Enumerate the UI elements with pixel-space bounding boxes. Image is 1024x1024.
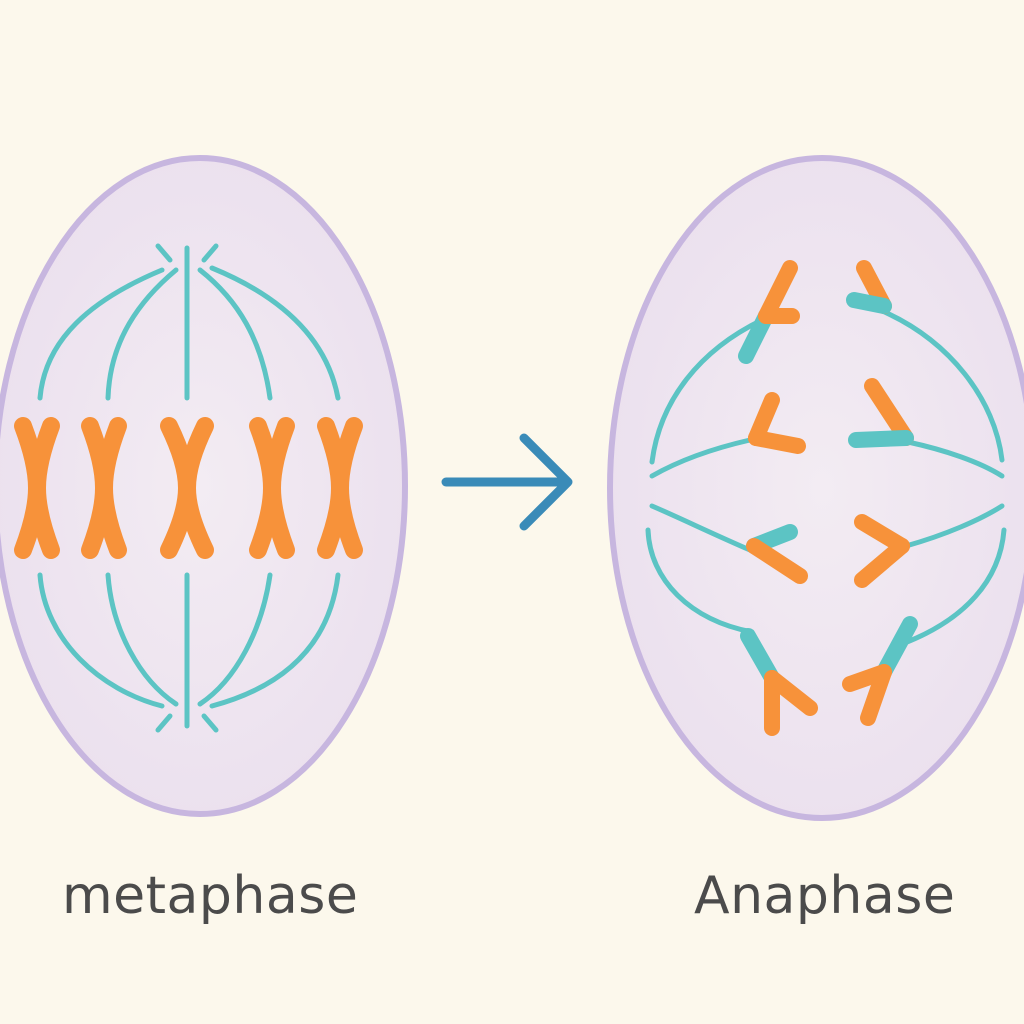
spindle-fiber — [105, 267, 179, 401]
chromosome-x — [14, 417, 60, 559]
chromosome-x — [317, 417, 363, 559]
spindle-fiber — [903, 503, 1005, 549]
spindle-fiber — [209, 265, 341, 401]
spindle-fiber — [899, 527, 1007, 647]
spindle-fiber — [649, 317, 765, 465]
chromosome-x — [81, 417, 127, 559]
anaphase-spindle-fibers — [645, 307, 1007, 647]
spindle-pole-tick — [155, 713, 173, 733]
spindle-fiber — [877, 307, 1005, 463]
chromatid — [854, 514, 910, 588]
spindle-fiber — [105, 572, 179, 707]
metaphase-chromosomes — [14, 417, 363, 559]
spindle-fiber — [209, 572, 341, 709]
spindle-fiber — [197, 267, 273, 401]
metaphase-label: metaphase — [62, 866, 359, 926]
spindle-fiber — [37, 572, 165, 709]
metaphase-cell — [0, 155, 408, 817]
chromatid — [842, 616, 918, 726]
chromosome-x — [249, 417, 295, 559]
chromosome-x — [160, 417, 214, 559]
spindle-pole-tick — [201, 713, 219, 733]
anaphase-label: Anaphase — [694, 866, 956, 926]
spindle-fiber — [649, 437, 753, 479]
spindle-fiber — [649, 503, 753, 553]
chromatid — [848, 378, 914, 448]
chromatid — [740, 628, 818, 736]
right-arrow-icon — [441, 433, 573, 531]
chromatid — [738, 260, 800, 364]
chromatid — [748, 392, 806, 454]
chromatid — [746, 524, 808, 584]
anaphase-chromatids — [738, 260, 918, 736]
anaphase-cell-membrane — [607, 155, 1024, 821]
spindle-pole-tick — [155, 243, 173, 263]
metaphase-spindle-fibers — [37, 243, 341, 733]
spindle-fiber — [645, 527, 755, 635]
chromatid — [846, 260, 892, 314]
metaphase-cell-membrane — [0, 155, 408, 817]
spindle-fiber — [197, 572, 273, 707]
spindle-fiber — [905, 439, 1005, 479]
spindle-fiber — [37, 267, 165, 401]
spindle-pole-tick — [201, 243, 219, 263]
anaphase-cell — [607, 155, 1024, 821]
